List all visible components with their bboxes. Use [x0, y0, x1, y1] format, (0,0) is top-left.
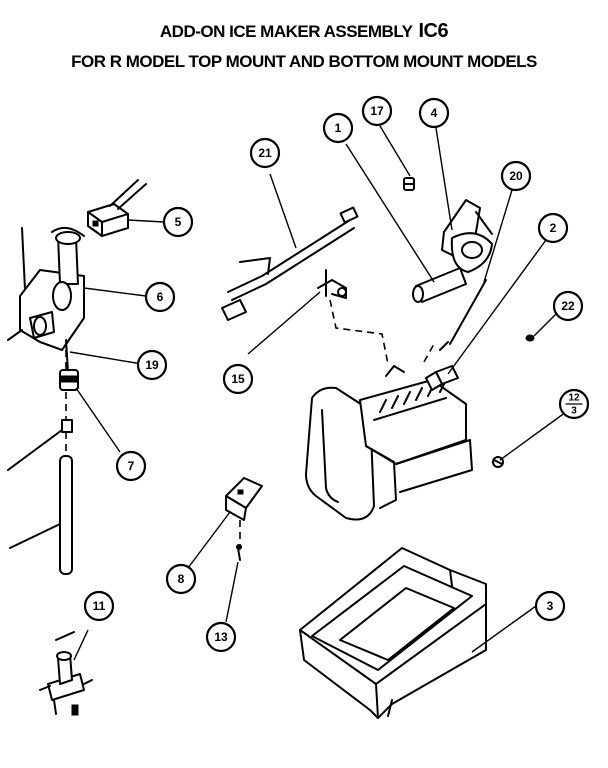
- svg-text:13: 13: [214, 630, 228, 644]
- part-13-screw: [236, 544, 242, 561]
- part-2-ice-maker: [305, 365, 473, 521]
- water-tube: [7, 419, 73, 575]
- callout-4: 4: [418, 97, 450, 129]
- part-5-connector: [87, 179, 147, 237]
- callout-7: 7: [115, 450, 147, 482]
- svg-text:15: 15: [231, 372, 245, 386]
- part-20-shutoff-arm: [439, 279, 487, 351]
- svg-text:17: 17: [370, 104, 384, 118]
- part-15-clip: [317, 269, 347, 299]
- svg-text:21: 21: [258, 146, 272, 160]
- title-line1: ADD-ON ICE MAKER ASSEMBLY: [159, 22, 413, 41]
- svg-text:19: 19: [145, 358, 159, 372]
- callout-1: 1: [322, 112, 354, 144]
- callout-8: 8: [165, 563, 197, 595]
- callout-15: 15: [222, 363, 254, 395]
- callout-20: 20: [500, 160, 532, 192]
- part-6-water-valve: [7, 226, 85, 373]
- callout-21: 21: [249, 137, 281, 169]
- callout-17: 17: [361, 95, 393, 127]
- svg-text:20: 20: [509, 169, 523, 183]
- svg-text:2: 2: [550, 221, 557, 235]
- part-21-wire-harness: [221, 206, 359, 321]
- svg-text:1: 1: [335, 121, 342, 135]
- diagram-subtitle: FOR R MODEL TOP MOUNT AND BOTTOM MOUNT M…: [71, 52, 537, 71]
- part-1-fill-tube: [412, 267, 467, 303]
- part-4-fill-bracket: [441, 199, 493, 273]
- part-8-bracket: [225, 477, 263, 521]
- svg-text:8: 8: [178, 572, 185, 586]
- callout-22: 22: [552, 290, 584, 322]
- callout-5: 5: [162, 206, 194, 238]
- svg-text:3: 3: [571, 406, 577, 417]
- diagram-title: ADD-ON ICE MAKER ASSEMBLY IC6: [0, 20, 608, 43]
- title-code: IC6: [418, 20, 449, 42]
- svg-text:22: 22: [561, 299, 575, 313]
- part-11-valve-fitting: [39, 631, 93, 716]
- svg-text:11: 11: [93, 599, 106, 613]
- part-3-ice-bin: [299, 547, 487, 719]
- callout-19: 19: [136, 349, 168, 381]
- svg-text:4: 4: [431, 106, 438, 120]
- part-22-screw: [525, 334, 535, 342]
- callout-13: 13: [205, 621, 237, 653]
- part-7-fitting: [59, 369, 79, 391]
- callout-3: 3: [534, 590, 566, 622]
- svg-text:6: 6: [157, 290, 164, 304]
- part-17-screw: [403, 177, 415, 191]
- svg-text:5: 5: [175, 215, 182, 229]
- svg-text:7: 7: [128, 459, 135, 473]
- callout-6: 6: [144, 281, 176, 313]
- callout-12: 12 3: [558, 388, 590, 420]
- svg-text:3: 3: [547, 599, 554, 613]
- callout-11: 11: [83, 590, 115, 622]
- callout-2: 2: [537, 212, 569, 244]
- svg-text:12: 12: [568, 393, 580, 404]
